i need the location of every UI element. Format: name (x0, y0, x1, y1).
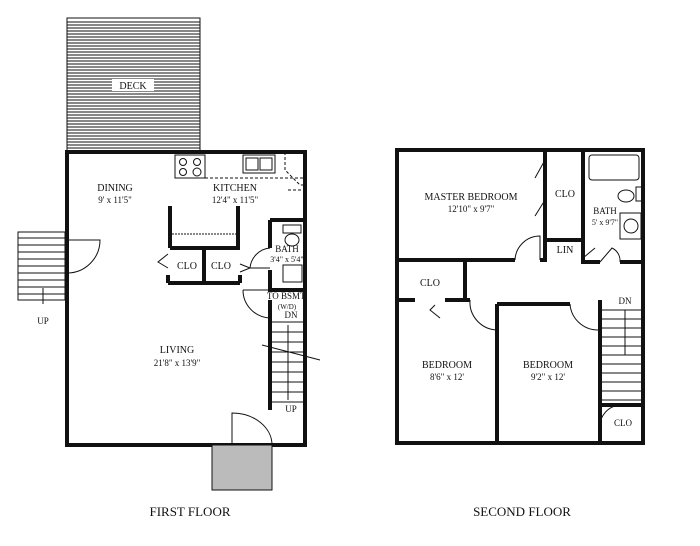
dining-label: DINING (97, 183, 133, 194)
stove-icon (174, 154, 206, 179)
basement-dn-label: DN (285, 310, 298, 320)
bedroom-right-size: 9'2" x 12' (531, 372, 565, 382)
toilet-icon (284, 233, 300, 247)
master-closet-label: CLO (555, 189, 575, 200)
bath-label: BATH (275, 244, 299, 254)
bedroom-right-label: BEDROOM (523, 360, 573, 371)
living-label: LIVING (160, 345, 194, 356)
hall-closet-label: CLO (420, 278, 440, 289)
stair-closet-label: CLO (614, 418, 633, 428)
deck-label: DECK (119, 81, 147, 92)
side-door (66, 239, 101, 274)
bathtub-icon (588, 154, 640, 181)
bath-size: 5' x 9'7" (592, 218, 618, 227)
toilet-icon (617, 189, 635, 203)
linen-label: LIN (557, 245, 574, 256)
second-floor-bath: BATH 5' x 9'7" (588, 154, 643, 263)
basement-stair: TO BSMT. (W/D) DN UP (242, 289, 321, 414)
living-size: 21'8" x 13'9" (154, 358, 201, 368)
sink-icon (623, 218, 639, 234)
kitchen-sink-icon (242, 154, 276, 174)
second-floor: MASTER BEDROOM 12'10" x 9'7" CLO LIN BAT… (395, 148, 645, 519)
kitchen-label: KITCHEN (213, 183, 257, 194)
bedroom-left-size: 8'6" x 12' (430, 372, 464, 382)
second-floor-stair (600, 309, 643, 401)
stair-dn-label: DN (619, 296, 632, 306)
master-bedroom-size: 12'10" x 9'7" (448, 204, 495, 214)
first-floor-title: FIRST FLOOR (149, 504, 230, 519)
closet-right-label: CLO (211, 261, 231, 272)
side-stair-up-label: UP (37, 316, 49, 326)
first-floor-exterior-wall (65, 150, 307, 447)
closet-left-label: CLO (177, 261, 197, 272)
dining-size: 9' x 11'5" (98, 195, 132, 205)
deck: DECK (66, 17, 201, 153)
first-floor-bath: BATH 3'4" x 5'4" (249, 218, 305, 292)
bedroom-left-label: BEDROOM (422, 360, 472, 371)
basement-note: (W/D) (278, 303, 297, 311)
kitchen-size: 12'4" x 11'5" (212, 195, 259, 205)
front-stoop (211, 412, 273, 491)
basement-label: TO BSMT. (267, 291, 307, 301)
first-floor: DECK UP DINING 9' x 11'5" KITCHEN (17, 17, 321, 519)
side-stair: UP (17, 231, 66, 326)
stair-up-label: UP (285, 404, 297, 414)
master-bedroom-label: MASTER BEDROOM (424, 192, 517, 203)
bath-label: BATH (593, 206, 617, 216)
second-floor-title: SECOND FLOOR (473, 504, 571, 519)
sink-icon (282, 264, 303, 283)
bath-size: 3'4" x 5'4" (270, 255, 303, 264)
second-floor-exterior-wall (395, 148, 645, 445)
